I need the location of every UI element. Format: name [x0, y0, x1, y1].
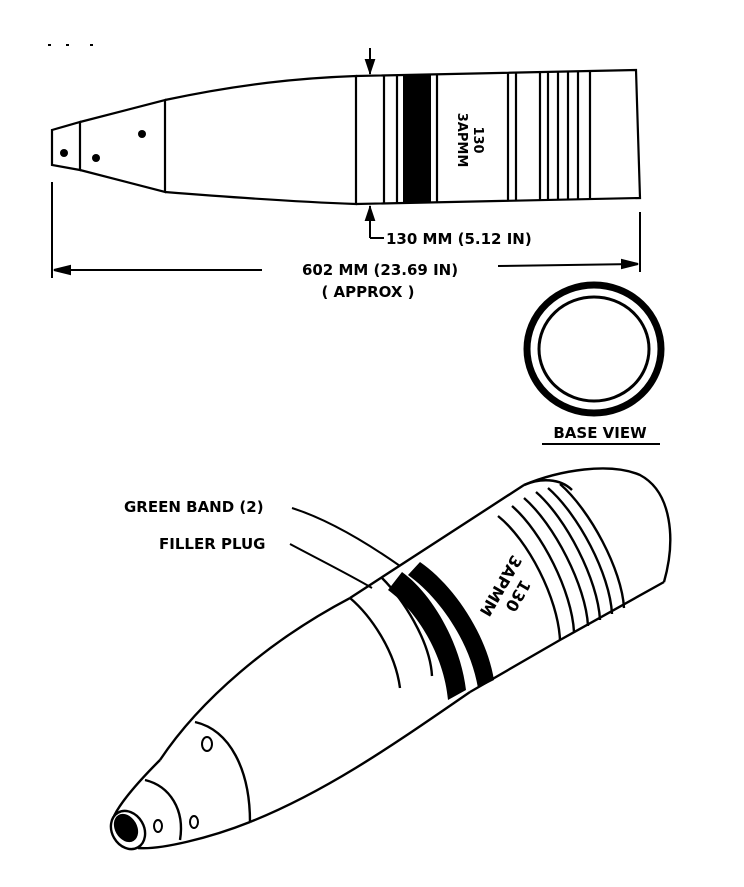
- diameter-dimension: [364, 48, 384, 239]
- projectile-side-view: [50, 68, 642, 206]
- length-label: 602 MM (23.69 IN): [302, 261, 458, 279]
- shell-marking-side: 130 3APMM: [454, 113, 485, 168]
- fuze-tip: [50, 120, 82, 172]
- green-band-iso-2: [408, 562, 494, 688]
- shell-marking-side-line2: 3APMM: [454, 113, 469, 168]
- iso-fuze-tip: [113, 813, 139, 843]
- iso-ogive: [159, 596, 471, 824]
- base-view: [523, 281, 665, 417]
- length-dimension: [51, 182, 641, 278]
- callout-filler-plug: FILLER PLUG: [159, 535, 265, 553]
- fuze-holes-side: [60, 130, 146, 162]
- diameter-label: 130 MM (5.12 IN): [386, 230, 532, 248]
- length-note: ( APPROX ): [321, 283, 414, 301]
- shell-marking-side-line1: 130: [470, 126, 485, 153]
- shell-marking-iso: 130 3APMM: [476, 552, 535, 620]
- iso-base: [523, 467, 672, 583]
- callout-leaders: [289, 507, 401, 589]
- green-band-side: [403, 75, 431, 203]
- base-outer-ring: [523, 281, 665, 417]
- callout-green-band: GREEN BAND (2): [124, 498, 264, 516]
- projectile-iso-view: [109, 467, 672, 851]
- base-inner-ring: [537, 295, 651, 403]
- iso-body-top: [349, 483, 525, 600]
- green-band-iso-1: [388, 572, 466, 700]
- ogive-body: [164, 74, 358, 206]
- iso-fuze: [112, 759, 251, 850]
- base-view-title: BASE VIEW: [553, 424, 647, 442]
- fuze-holes-iso: [153, 736, 213, 833]
- shell-body: [355, 68, 642, 206]
- stray-marks: [48, 44, 93, 46]
- fuze-cone: [79, 98, 167, 194]
